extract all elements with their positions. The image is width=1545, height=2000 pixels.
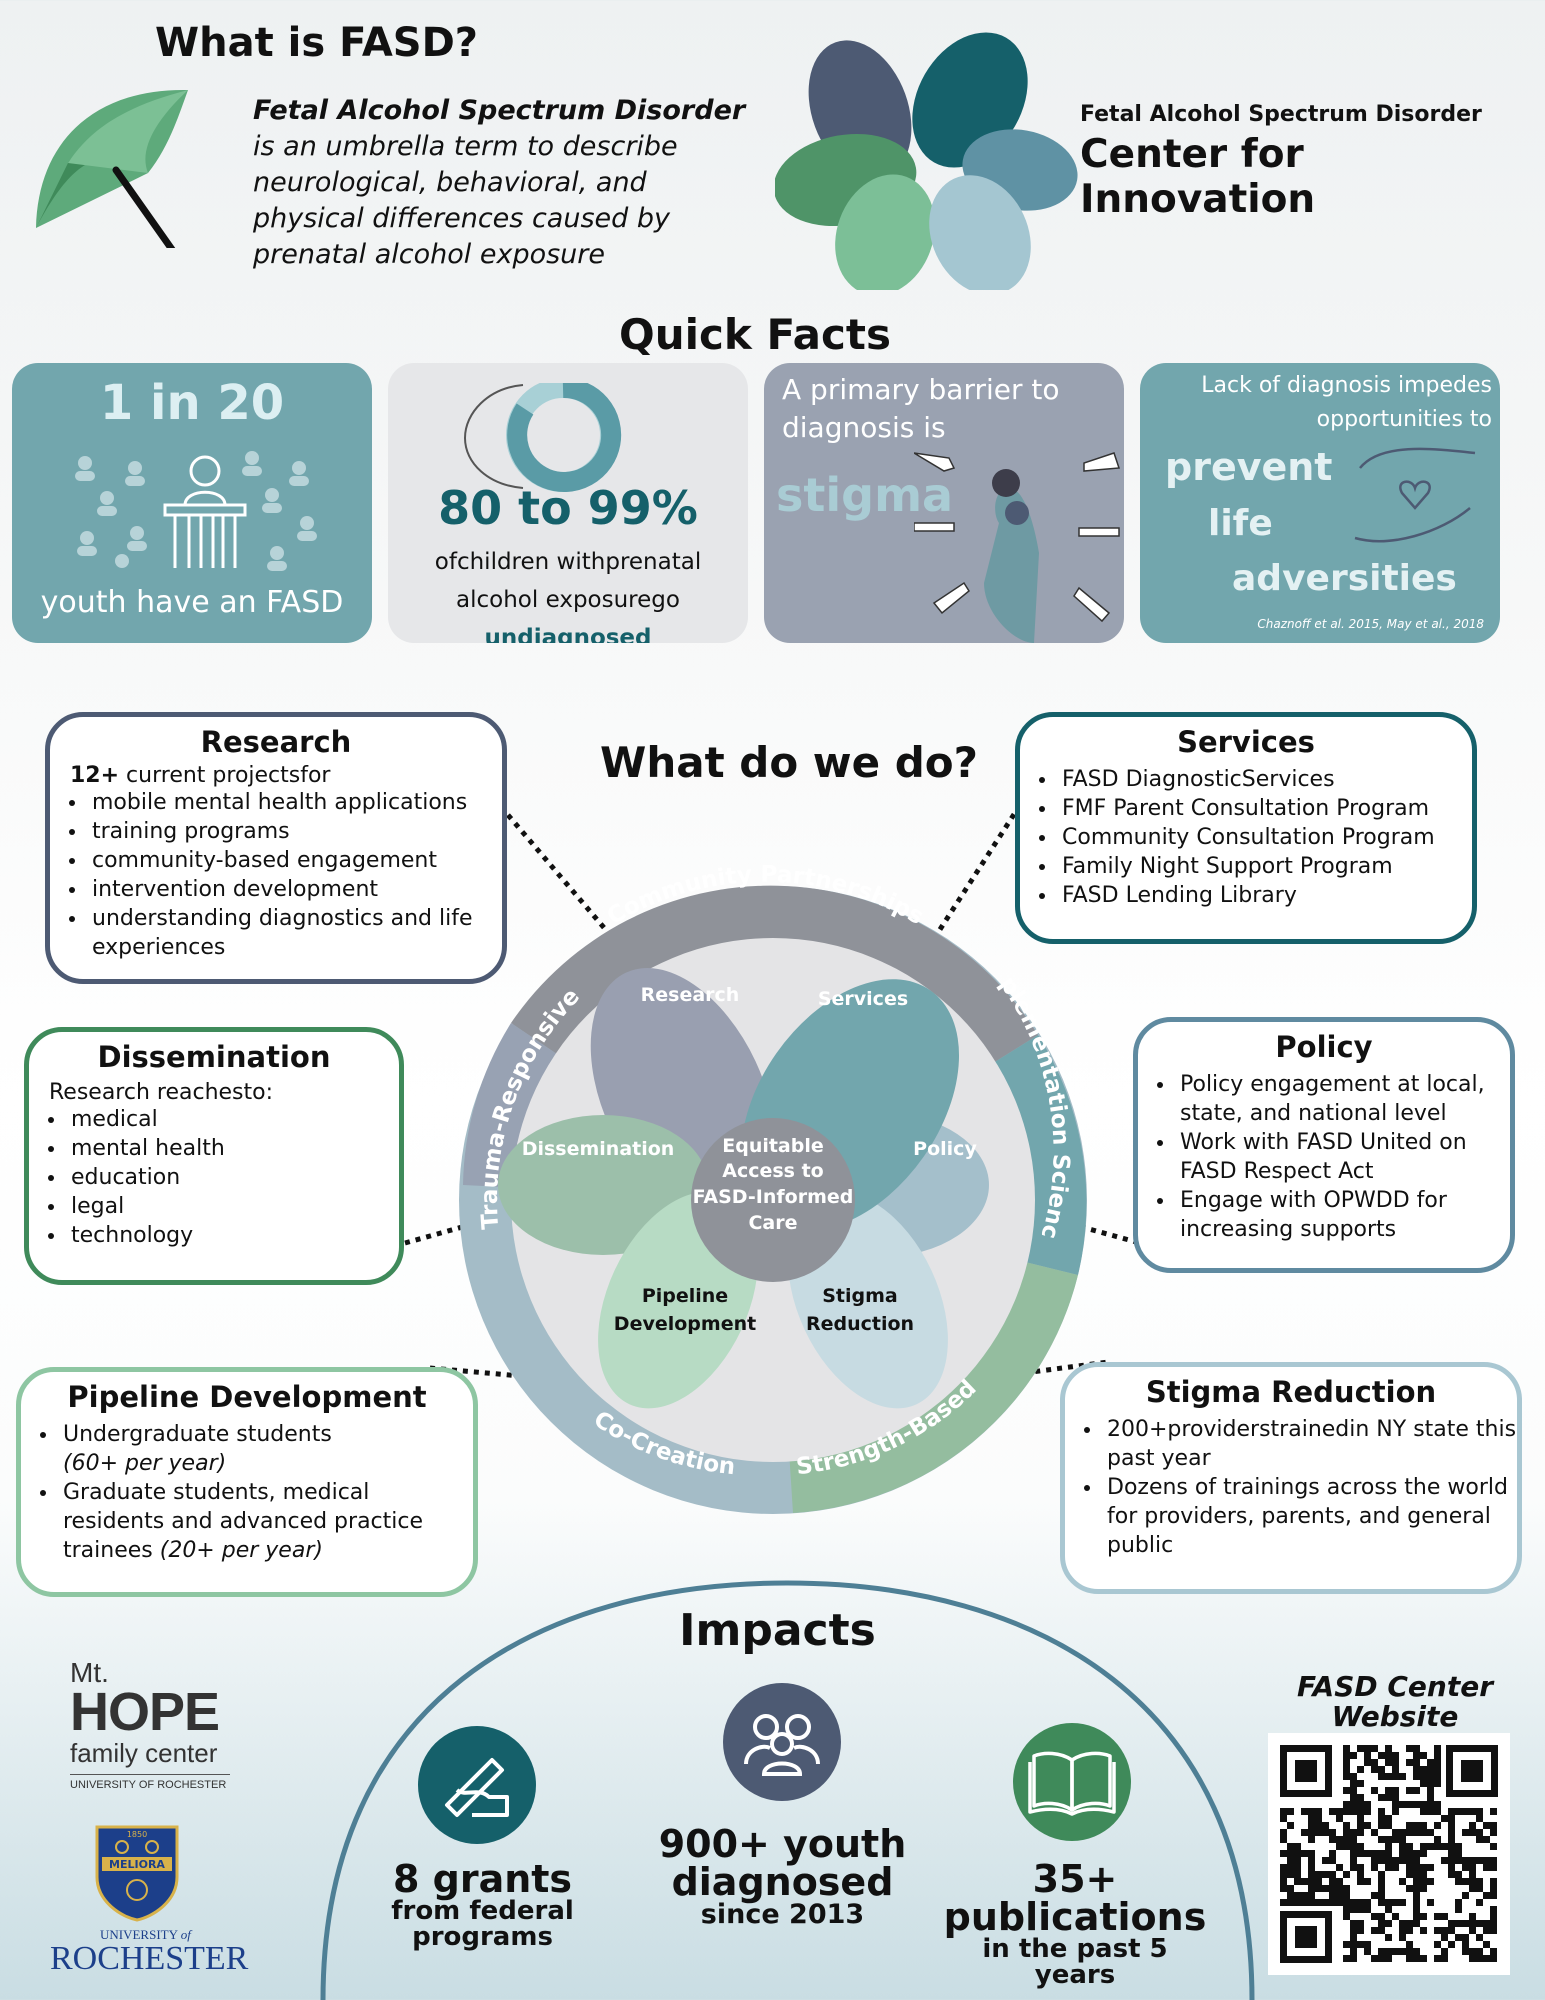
list-item: Dozens of trainings across the world for…	[1103, 1473, 1517, 1560]
petal-label-research: Research	[641, 984, 740, 1006]
stigma-box: Stigma Reduction 200+providerstrainedin …	[1060, 1362, 1522, 1594]
list-item: medical	[67, 1105, 399, 1134]
list-item: 200+providerstrainedin NY state this pas…	[1103, 1415, 1517, 1473]
group-icon	[723, 1683, 841, 1801]
petal-label-stigma-1: Stigma	[822, 1285, 898, 1307]
petal-label-services: Services	[818, 988, 908, 1010]
what-we-do-title: What do we do?	[600, 738, 978, 787]
services-box: Services FASD DiagnosticServices FMF Par…	[1015, 712, 1477, 944]
research-list: mobile mental health applications traini…	[50, 788, 502, 962]
university-seal-icon: MELIORA 1850	[95, 1825, 179, 1922]
list-item: Policy engagement at local, state, and n…	[1176, 1070, 1510, 1128]
fact-card-prevalence: 1 in 20 youth have an FASD	[12, 363, 372, 643]
fact-card-stigma: A primary barrier to diagnosis is stigma	[764, 363, 1124, 643]
center-label-1: Equitable	[722, 1135, 824, 1157]
list-item: community-based engagement	[88, 846, 502, 875]
center-label-4: Care	[748, 1212, 797, 1234]
center-label-2: Access to	[722, 1160, 824, 1182]
research-box: Research 12+ current projectsfor mobile …	[45, 712, 507, 984]
dissemination-list: medical mental health education legal te…	[29, 1105, 399, 1250]
center-logo-icon	[775, 32, 1078, 290]
hands-heart-icon	[1354, 447, 1476, 543]
svg-text:1850: 1850	[127, 1830, 147, 1839]
org-name-small: Fetal Alcohol Spectrum Disorder	[1080, 102, 1482, 127]
list-item: mental health	[67, 1134, 399, 1163]
petal-label-policy: Policy	[913, 1138, 977, 1160]
list-item: FASD Lending Library	[1058, 881, 1472, 910]
fasd-definition: Fetal Alcohol Spectrum Disorder is an um…	[253, 95, 746, 270]
impacts-arc	[320, 1580, 1255, 2000]
list-item: Engage with OPWDD for increasing support…	[1176, 1186, 1510, 1244]
list-item: technology	[67, 1221, 399, 1250]
petal-label-stigma-2: Reduction	[806, 1313, 914, 1335]
stigma-list: 200+providerstrainedin NY state this pas…	[1065, 1415, 1517, 1560]
svg-text:MELIORA: MELIORA	[109, 1858, 165, 1871]
impact-youth: 900+ youth diagnosed since 2013	[658, 1822, 907, 1930]
petal-label-dissemination: Dissemination	[522, 1138, 675, 1160]
list-item: intervention development	[88, 875, 502, 904]
impact-grants: 8 grants from federal programs	[391, 1857, 574, 1952]
center-label-3: FASD-Informed	[693, 1186, 854, 1208]
page-title: What is FASD?	[155, 20, 478, 66]
quick-facts-title: Quick Facts	[619, 310, 891, 359]
list-item: Work with FASD United on FASD Respect Ac…	[1176, 1128, 1510, 1186]
pointing-hands-illustration	[914, 452, 1121, 643]
book-icon	[1013, 1723, 1131, 1841]
fact-card-prevention: Lack of diagnosis impedes opportunities …	[1140, 363, 1500, 643]
pipeline-box: Pipeline Development Undergraduate stude…	[16, 1367, 478, 1597]
impacts-title: Impacts	[679, 1605, 876, 1656]
website-qr-code[interactable]	[1268, 1733, 1510, 1975]
list-item: Community Consultation Program	[1058, 823, 1472, 852]
list-item: education	[67, 1163, 399, 1192]
petal-label-pipeline-2: Development	[614, 1313, 756, 1335]
list-item: Graduate students, medical residents and…	[59, 1478, 473, 1565]
list-item: understanding diagnostics and life exper…	[88, 904, 502, 962]
petal-label-pipeline-1: Pipeline	[642, 1285, 728, 1307]
policy-box: Policy Policy engagement at local, state…	[1133, 1017, 1515, 1273]
fact-card-undiagnosed: 80 to 99% ofchildren withprenatal alcoho…	[388, 363, 748, 643]
center-circle	[691, 1118, 855, 1282]
list-item: Family Night Support Program	[1058, 852, 1472, 881]
dissemination-box: Dissemination Research reachesto: medica…	[24, 1027, 404, 1285]
policy-list: Policy engagement at local, state, and n…	[1138, 1070, 1510, 1244]
umbrella-icon	[36, 89, 188, 248]
signing-hand-icon	[418, 1726, 536, 1844]
list-item: FASD DiagnosticServices	[1058, 765, 1472, 794]
what-we-do-diagram: Community Partnerships Implementation Sc…	[428, 855, 1087, 1514]
university-of-rochester-logo: UNIVERSITY of ROCHESTER	[50, 1927, 249, 1977]
list-item: training programs	[88, 817, 502, 846]
pipeline-list: Undergraduate students(60+ per year) Gra…	[21, 1420, 473, 1565]
list-item: FMF Parent Consultation Program	[1058, 794, 1472, 823]
list-item: mobile mental health applications	[88, 788, 502, 817]
list-item: legal	[67, 1192, 399, 1221]
impact-publications: 35+ publications in the past 5 years	[943, 1857, 1207, 1990]
classroom-icon	[75, 451, 317, 571]
list-item: Undergraduate students(60+ per year)	[59, 1420, 473, 1478]
donut-chart-icon	[463, 383, 622, 492]
org-name-large: Center for Innovation	[1080, 132, 1316, 222]
website-label: FASD Center Website	[1297, 1670, 1493, 1733]
mt-hope-logo: Mt. HOPE family center UNIVERSITY OF ROC…	[70, 1659, 230, 1791]
services-list: FASD DiagnosticServices FMF Parent Consu…	[1020, 765, 1472, 910]
qr-code-icon	[1268, 1733, 1510, 1975]
